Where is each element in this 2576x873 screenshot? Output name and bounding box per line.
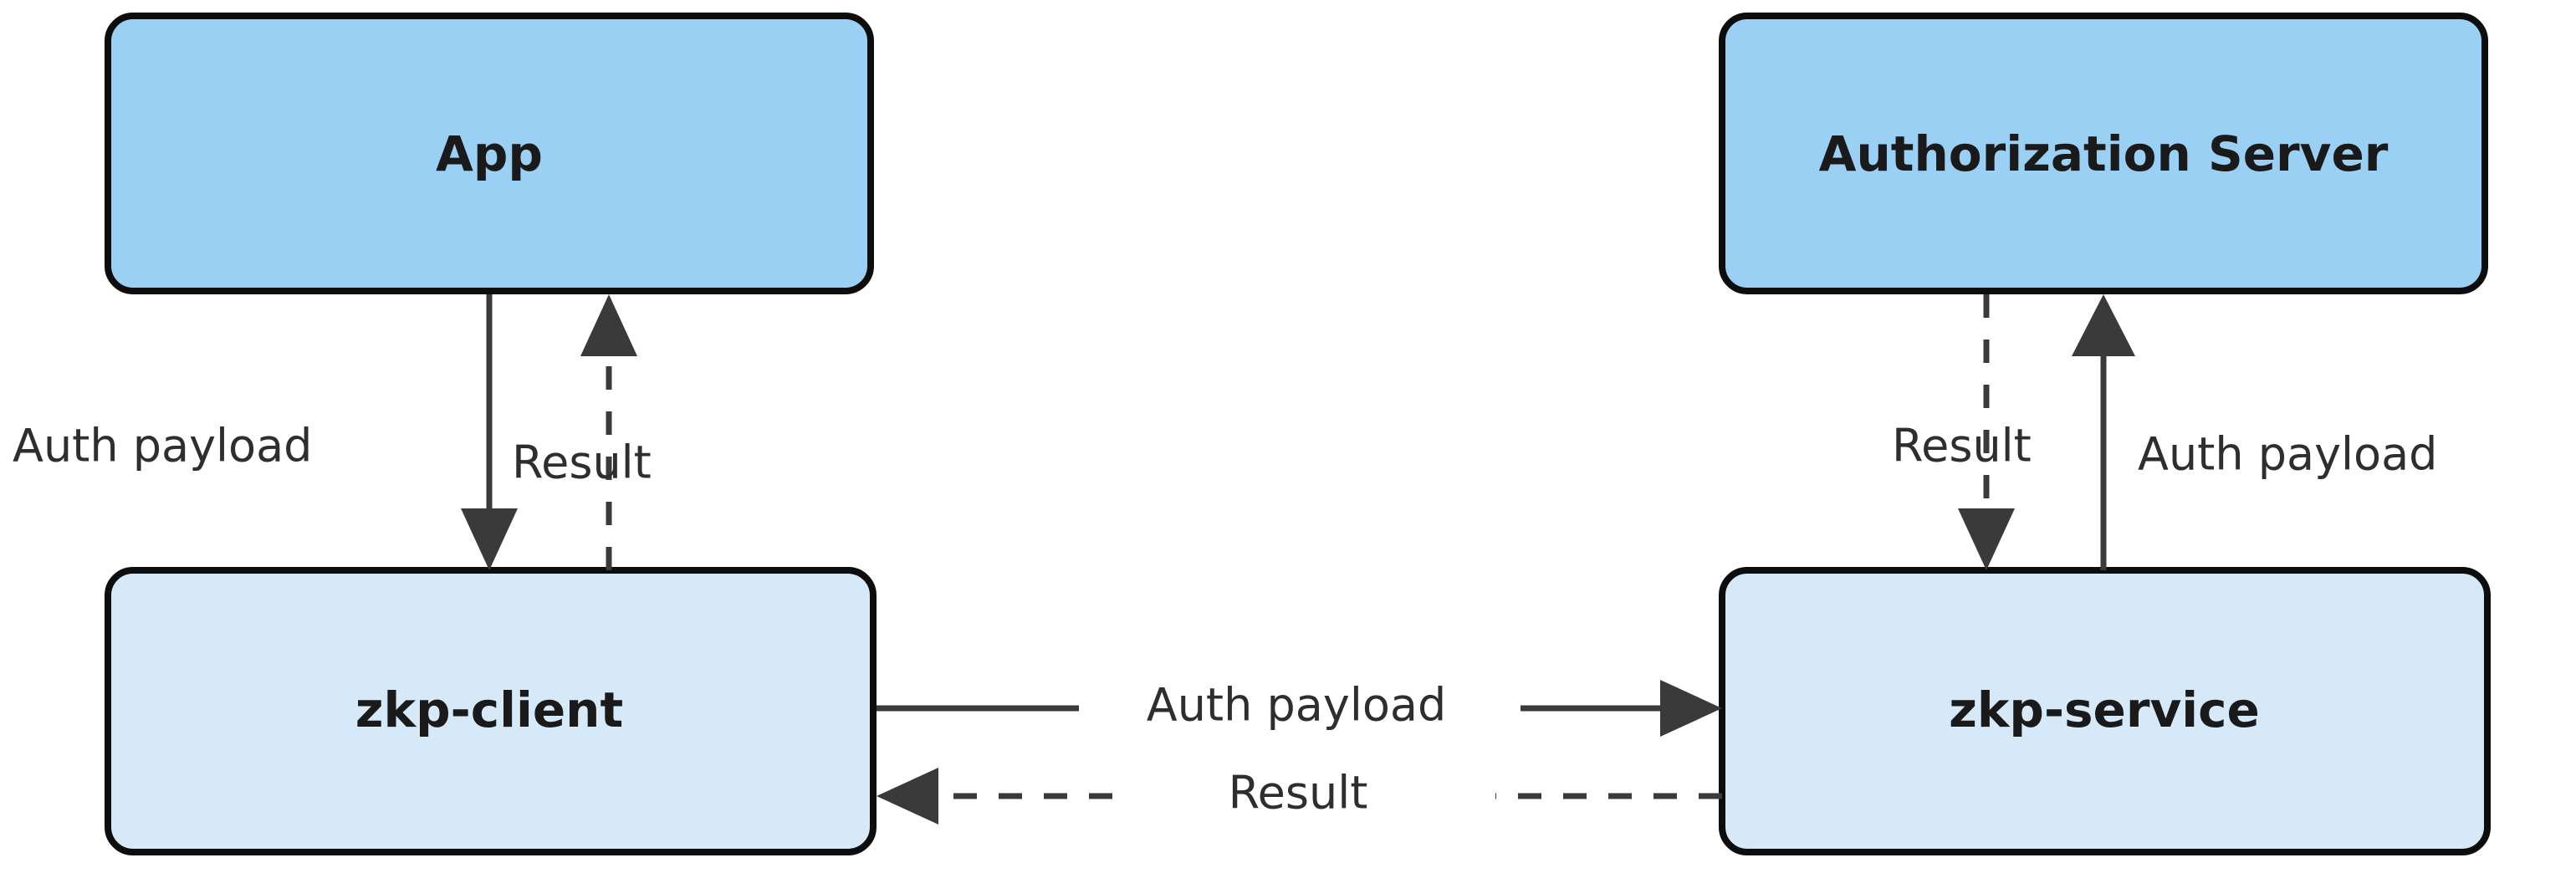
edge-zkp-client-to-app: Result xyxy=(512,294,652,570)
edge-zkp-client-to-zkp-service-label: Auth payload xyxy=(1147,679,1446,732)
edge-zkp-service-to-authorization-server: Auth payload xyxy=(2072,294,2437,570)
node-zkp-client[interactable]: zkp-client xyxy=(105,567,877,855)
node-authorization-server[interactable]: Authorization Server xyxy=(1719,13,2488,294)
edge-zkp-service-to-zkp-client-label: Result xyxy=(1229,767,1368,819)
arrowhead-right-icon xyxy=(1660,680,1722,737)
edge-app-to-zkp-client: Auth payload xyxy=(13,294,518,570)
node-zkp-service-label: zkp-service xyxy=(1949,682,2260,738)
node-zkp-client-label: zkp-client xyxy=(355,682,623,738)
arrowhead-up-icon xyxy=(580,294,637,356)
edge-zkp-service-to-zkp-client: Result xyxy=(877,767,1722,824)
edge-zkp-service-to-authorization-server-label: Auth payload xyxy=(2138,428,2437,481)
arrowhead-left-icon xyxy=(877,768,938,824)
arrowhead-down-icon xyxy=(1958,508,2015,570)
node-zkp-service[interactable]: zkp-service xyxy=(1719,567,2491,855)
edge-authorization-server-to-zkp-service-label: Result xyxy=(1892,420,2032,472)
node-zkp-client-shape xyxy=(105,567,877,855)
node-authorization-server-shape xyxy=(1719,13,2488,294)
edge-zkp-client-to-zkp-service: Auth payload xyxy=(877,679,1722,737)
arrowhead-down-icon xyxy=(461,508,518,570)
node-app-label: App xyxy=(436,125,543,182)
edge-zkp-client-to-app-label: Result xyxy=(512,436,652,489)
node-authorization-server-label: Authorization Server xyxy=(1819,125,2389,182)
arrowhead-up-icon xyxy=(2072,294,2135,356)
node-app[interactable]: App xyxy=(105,13,874,294)
edge-app-to-zkp-client-label: Auth payload xyxy=(13,420,312,472)
edge-authorization-server-to-zkp-service: Result xyxy=(1892,294,2032,570)
node-app-shape xyxy=(105,13,874,294)
